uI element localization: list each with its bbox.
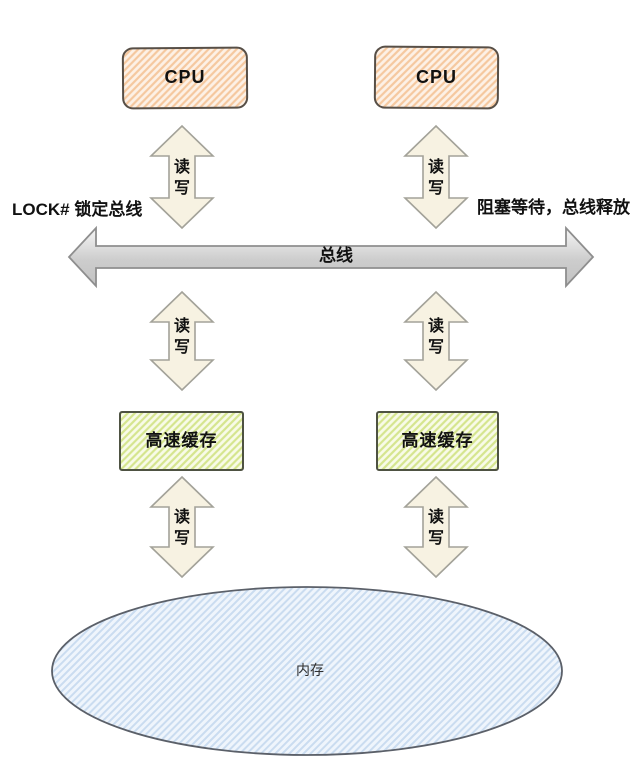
cpu-left-label: CPU xyxy=(164,67,206,88)
cache-left-label: 高速缓存 xyxy=(145,430,218,450)
read-write-label-bus-cache-right: 读写 xyxy=(427,318,444,356)
rw-arrow-bus-cache-left xyxy=(149,290,215,392)
rw-arrow-bus-cache-right xyxy=(403,290,469,392)
cpu-right-box xyxy=(373,45,500,110)
cpu-right-label: CPU xyxy=(415,66,457,87)
bus-arrow xyxy=(67,225,595,289)
cache-right-box xyxy=(376,411,499,471)
read-write-label-cache-left-memory: 读写 xyxy=(173,509,190,547)
lock-bus-annotation: LOCK# 锁定总线 xyxy=(12,199,143,219)
cache-left-box xyxy=(119,411,244,471)
block-wait-annotation: 阻塞等待，总线释放 xyxy=(477,197,630,217)
read-write-label-cpu-right: 读写 xyxy=(427,159,444,197)
rw-arrow-cpu-right-bus xyxy=(403,124,469,230)
read-write-label-bus-cache-left: 读写 xyxy=(173,318,190,356)
rw-arrow-cache-right-memory xyxy=(403,475,469,579)
rw-arrow-cpu-left-bus xyxy=(149,124,215,230)
memory-ellipse xyxy=(51,586,563,756)
bus-label: 总线 xyxy=(319,245,353,265)
cpu-left-box xyxy=(121,46,249,110)
read-write-label-cpu-left: 读写 xyxy=(173,159,190,197)
rw-arrow-cache-left-memory xyxy=(149,475,215,579)
read-write-label-cache-right-memory: 读写 xyxy=(427,509,444,547)
memory-label: 内存 xyxy=(296,661,324,678)
cache-right-label: 高速缓存 xyxy=(401,430,474,450)
